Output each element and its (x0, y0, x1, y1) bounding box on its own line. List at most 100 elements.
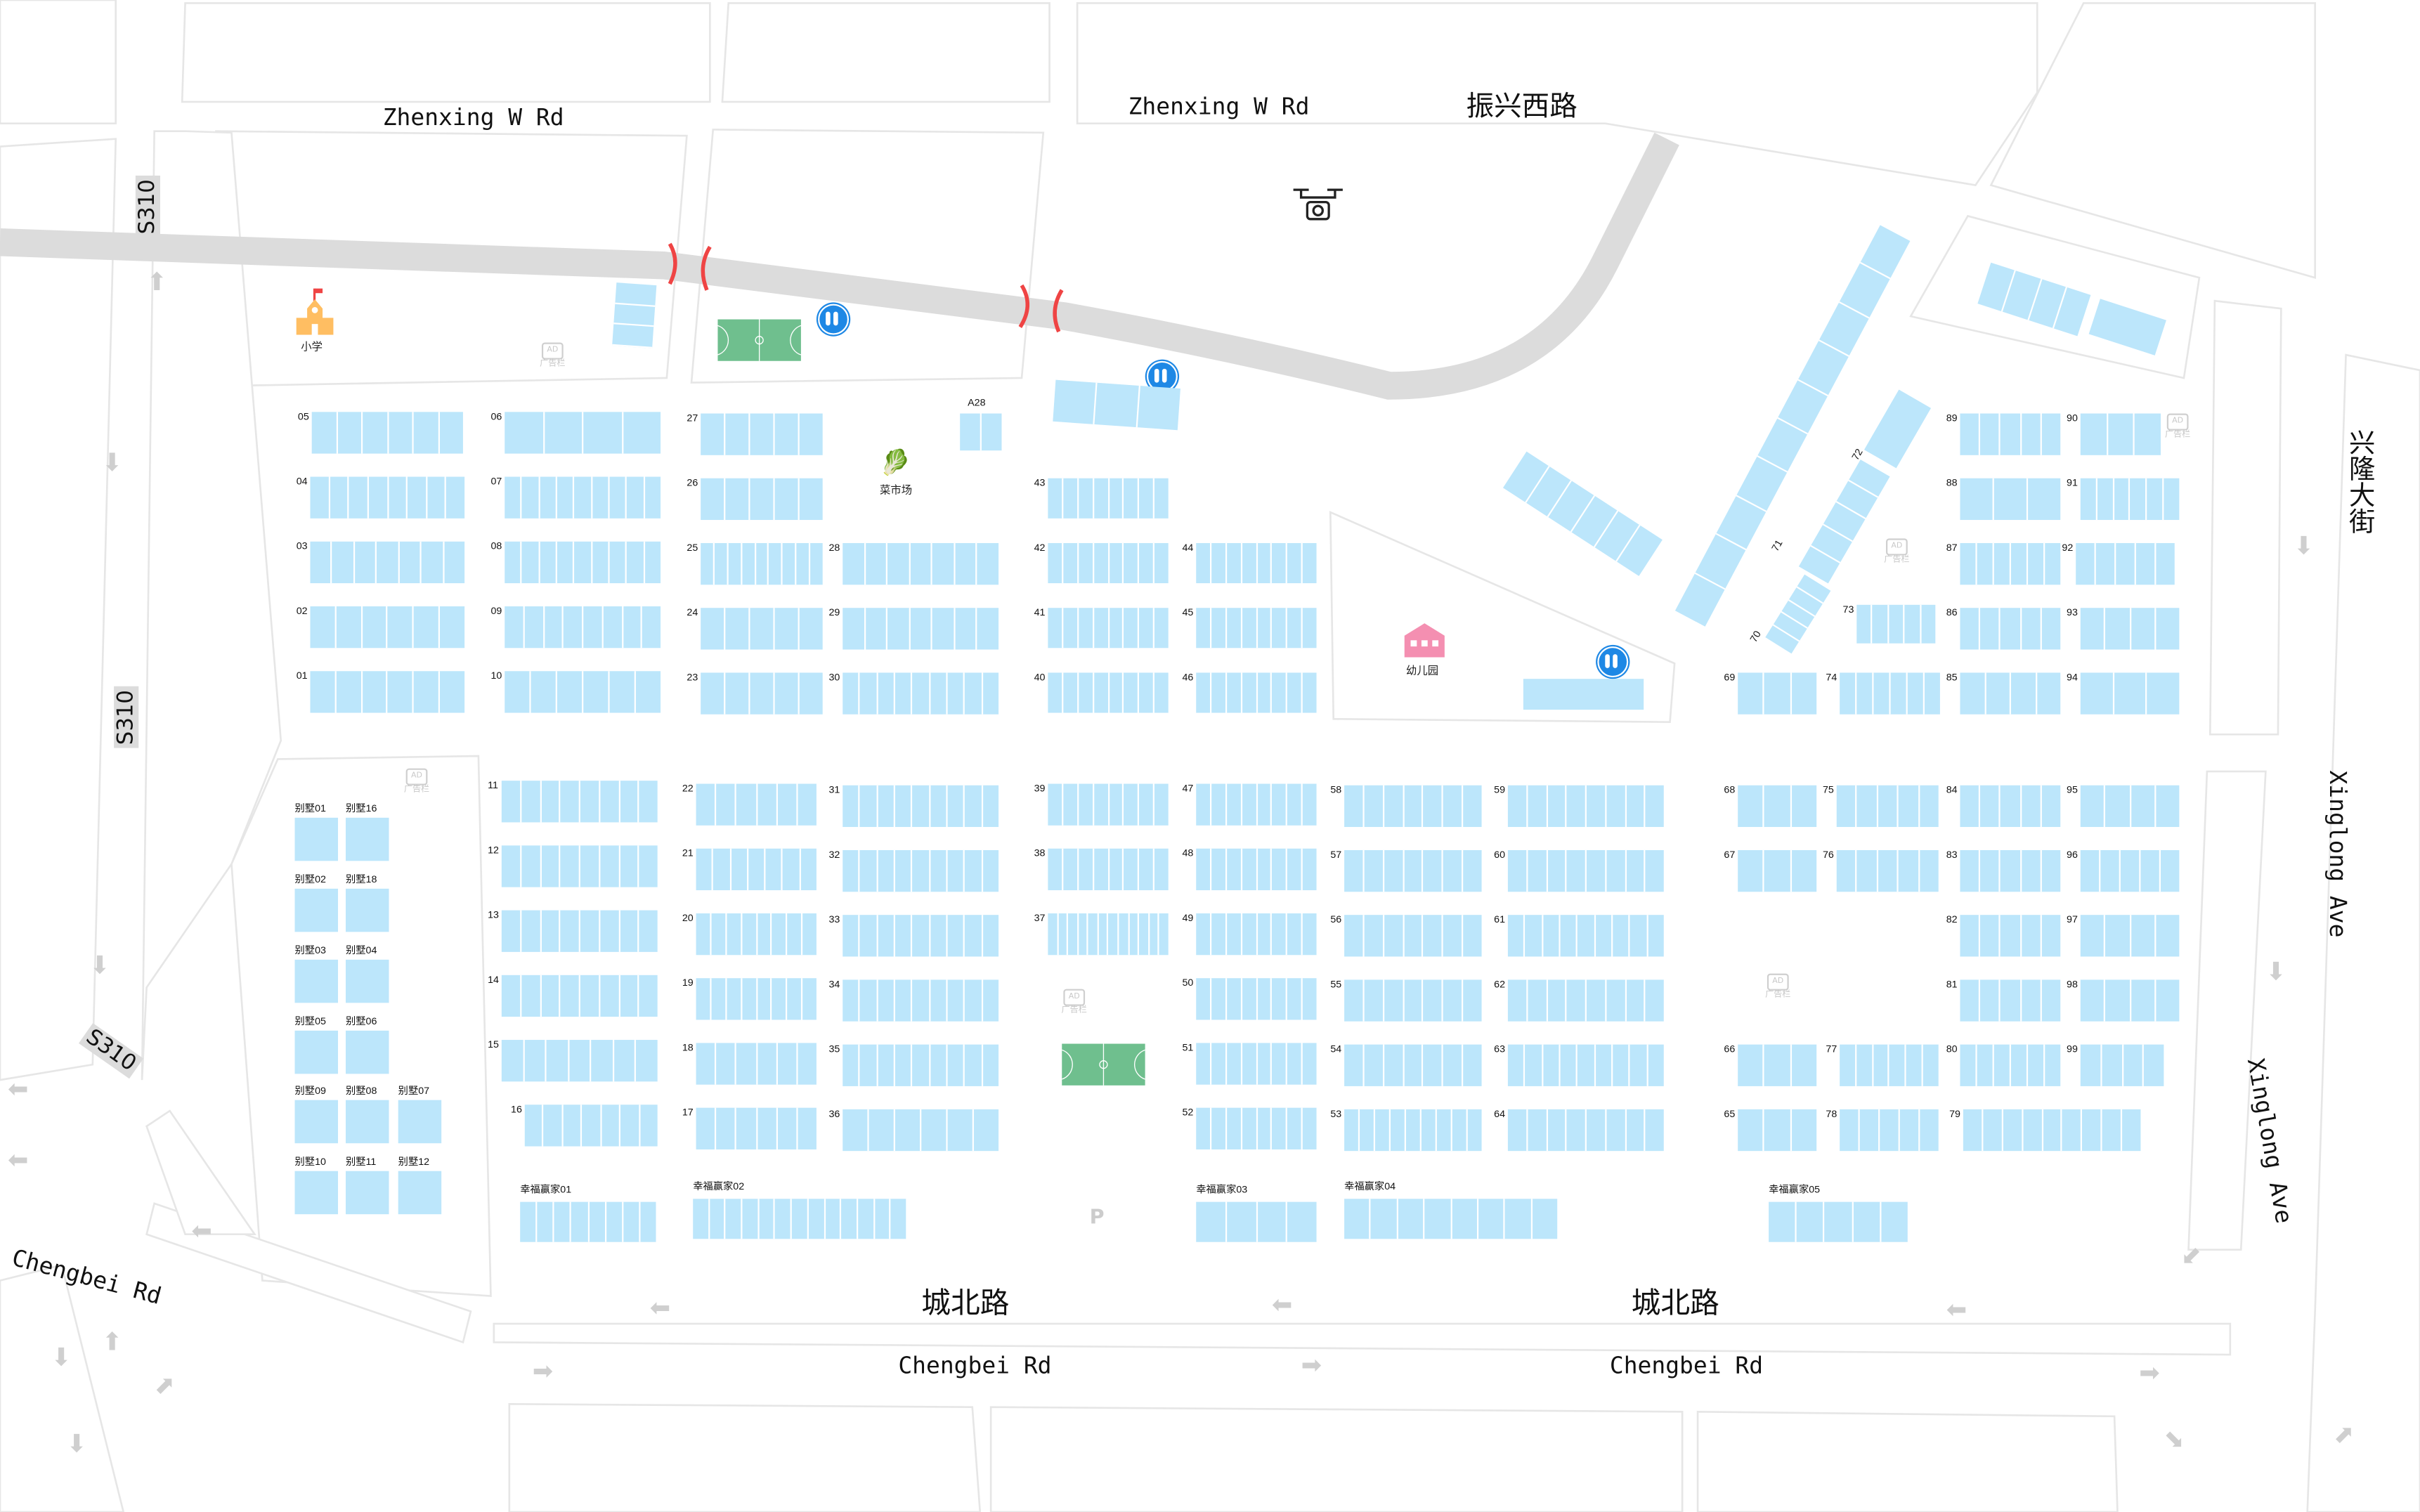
building-unit[interactable] (1764, 1044, 1792, 1086)
building-unit[interactable] (1528, 1109, 1547, 1152)
building-unit[interactable] (1899, 785, 1920, 828)
building-unit[interactable] (731, 848, 748, 891)
building-unit[interactable] (1960, 608, 1981, 650)
building-unit[interactable] (2021, 915, 2042, 957)
building-unit[interactable] (1764, 1109, 1792, 1152)
building-unit[interactable] (930, 849, 948, 892)
building-unit[interactable] (1878, 785, 1899, 828)
building-block[interactable] (2080, 849, 2180, 892)
building-unit[interactable] (583, 412, 623, 454)
building-unit[interactable] (2011, 672, 2037, 715)
building-block[interactable] (701, 413, 823, 455)
building-block[interactable] (2080, 785, 2180, 828)
building-unit[interactable] (895, 1044, 913, 1086)
building-unit[interactable] (910, 608, 933, 650)
building-unit[interactable] (776, 1199, 793, 1239)
building-block[interactable] (501, 975, 658, 1017)
building-block[interactable] (960, 413, 1002, 451)
building-block[interactable] (520, 1201, 656, 1242)
building-unit[interactable] (440, 671, 464, 712)
s310-road[interactable] (0, 132, 1679, 400)
building-unit[interactable] (1093, 608, 1110, 649)
building-unit[interactable] (965, 1044, 983, 1086)
building-unit[interactable] (1606, 1109, 1626, 1152)
building-unit[interactable] (1424, 1044, 1444, 1086)
building-unit[interactable] (639, 975, 658, 1017)
building-unit[interactable] (408, 476, 427, 519)
building-unit[interactable] (2021, 849, 2042, 892)
building-unit[interactable] (1963, 1109, 1984, 1152)
building-unit[interactable] (736, 1107, 757, 1149)
building-unit[interactable] (505, 606, 525, 649)
building-unit[interactable] (502, 975, 521, 1017)
building-unit[interactable] (1139, 913, 1150, 956)
building-unit[interactable] (1920, 850, 1939, 892)
building-unit[interactable] (725, 413, 750, 455)
building-unit[interactable] (525, 1104, 545, 1147)
building-unit[interactable] (1613, 915, 1631, 957)
building-unit[interactable] (1211, 1043, 1227, 1085)
building-unit[interactable] (1093, 848, 1110, 891)
building-unit[interactable] (930, 979, 948, 1022)
building-block[interactable] (398, 1171, 442, 1215)
building-unit[interactable] (2156, 915, 2179, 956)
building-unit[interactable] (1443, 1044, 1464, 1086)
building-unit[interactable] (2028, 542, 2045, 585)
building-unit[interactable] (2161, 850, 2179, 892)
building-unit[interactable] (1825, 1201, 1854, 1242)
building-unit[interactable] (1791, 672, 1816, 714)
building-unit[interactable] (642, 606, 661, 648)
building-unit[interactable] (1857, 849, 1878, 892)
building-unit[interactable] (982, 786, 998, 827)
building-unit[interactable] (775, 413, 800, 455)
building-unit[interactable] (860, 672, 878, 715)
building-unit[interactable] (2135, 414, 2161, 455)
building-unit[interactable] (2003, 1109, 2023, 1152)
building-unit[interactable] (612, 325, 654, 348)
building-unit[interactable] (1196, 1201, 1227, 1242)
building-unit[interactable] (725, 478, 750, 521)
building-unit[interactable] (310, 671, 337, 713)
building-unit[interactable] (1242, 672, 1257, 713)
building-unit[interactable] (1443, 785, 1464, 828)
building-unit[interactable] (1124, 478, 1140, 519)
building-unit[interactable] (1587, 979, 1606, 1022)
building-unit[interactable] (505, 671, 531, 713)
building-unit[interactable] (930, 915, 948, 957)
building-unit[interactable] (2144, 1045, 2164, 1086)
building-unit[interactable] (895, 849, 913, 892)
building-unit[interactable] (1150, 913, 1160, 956)
building-unit[interactable] (521, 845, 541, 887)
building-unit[interactable] (2001, 608, 2022, 650)
building-unit[interactable] (2130, 785, 2156, 828)
building-unit[interactable] (295, 1100, 339, 1143)
building-unit[interactable] (1980, 785, 2001, 828)
building-unit[interactable] (1769, 1201, 1797, 1242)
building-unit[interactable] (592, 541, 610, 584)
building-block[interactable] (505, 476, 661, 519)
building-unit[interactable] (1227, 542, 1242, 584)
building-unit[interactable] (1899, 849, 1920, 892)
building-unit[interactable] (772, 978, 788, 1020)
building-unit[interactable] (2116, 542, 2136, 585)
building-unit[interactable] (750, 413, 775, 455)
building-unit[interactable] (346, 818, 389, 861)
building-block[interactable] (1507, 915, 1664, 957)
building-unit[interactable] (1424, 979, 1444, 1022)
building-block[interactable] (310, 606, 465, 649)
building-unit[interactable] (788, 913, 803, 956)
building-block[interactable] (1344, 849, 1482, 892)
building-unit[interactable] (1227, 1107, 1242, 1149)
building-unit[interactable] (414, 606, 441, 649)
building-unit[interactable] (369, 476, 389, 519)
building-unit[interactable] (960, 413, 982, 451)
restroom-icon[interactable] (818, 304, 850, 335)
building-unit[interactable] (948, 672, 965, 715)
building-unit[interactable] (1478, 1199, 1506, 1239)
building-unit[interactable] (1257, 608, 1273, 649)
building-unit[interactable] (623, 412, 661, 453)
building-unit[interactable] (2136, 542, 2156, 585)
building-unit[interactable] (1242, 848, 1257, 891)
building-unit[interactable] (2130, 478, 2147, 521)
building-block[interactable] (696, 848, 817, 891)
